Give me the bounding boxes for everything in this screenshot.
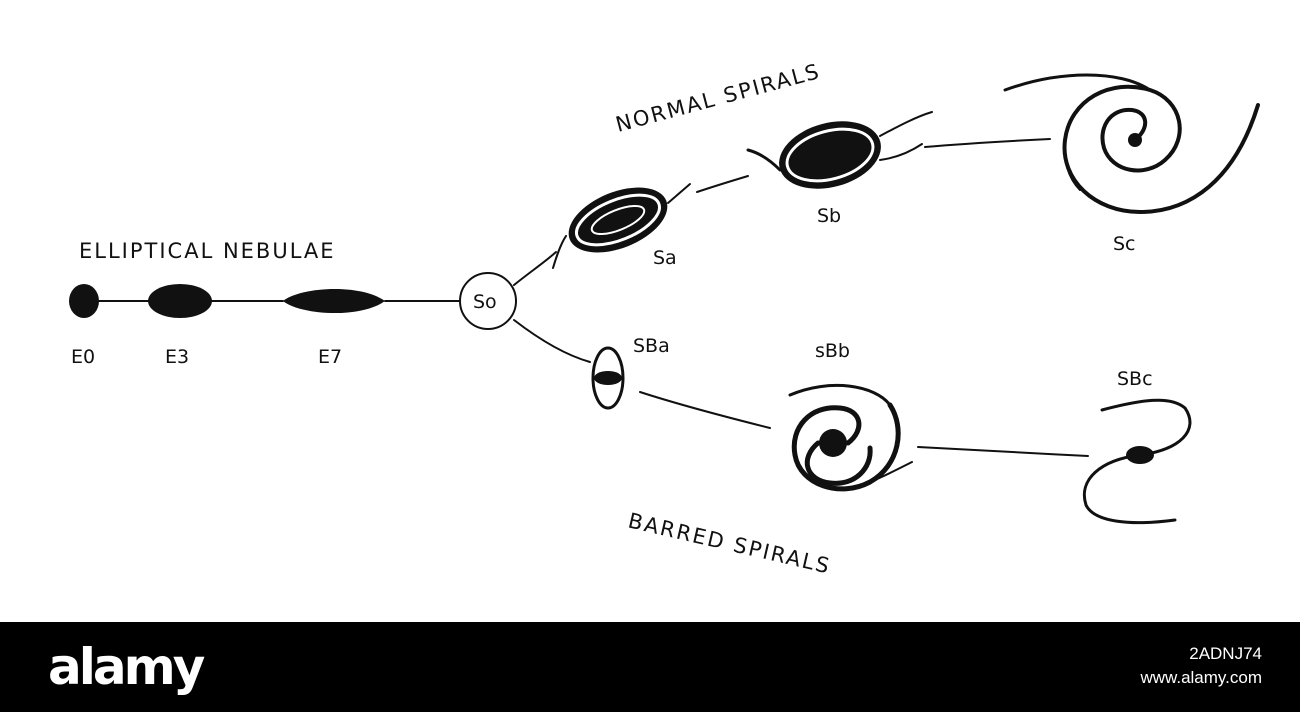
sa-galaxy-icon [552,183,691,269]
e0-label: E0 [71,346,95,368]
sc-galaxy-icon [1003,73,1260,215]
normal-spirals-heading: NORMAL SPIRALS [613,59,823,137]
site-url: www.alamy.com [1140,668,1262,687]
elliptical-heading: ELLIPTICAL NEBULAE [79,239,336,263]
connector-lines [98,138,1089,457]
watermark-footer: alamy 2ADNJ74 www.alamy.com [0,622,1300,712]
sbb-label: sBb [815,340,850,362]
barred-spirals-heading: BARRED SPIRALS [626,508,833,578]
sbc-label: SBc [1117,368,1153,390]
e0-galaxy-icon [69,284,99,318]
image-id: 2ADNJ74 [1189,644,1262,663]
sba-galaxy-icon [591,346,625,410]
e3-galaxy-icon [148,284,212,318]
sb-label: Sb [817,205,841,227]
sba-label: SBa [633,335,670,357]
e7-galaxy-icon [283,288,385,314]
s0-label: So [473,291,497,313]
s0-circle [459,272,517,330]
e7-label: E7 [318,346,342,368]
hubble-tuning-fork-diagram: ELLIPTICAL NEBULAE NORMAL SPIRALS BARRED… [69,59,1260,579]
sc-label: Sc [1113,233,1136,255]
sa-label: Sa [653,247,677,269]
sbc-galaxy-icon [1082,398,1192,525]
e3-label: E3 [165,346,189,368]
sbb-galaxy-icon [788,383,913,492]
sb-galaxy-icon [746,111,933,189]
alamy-logo: alamy [48,638,205,696]
